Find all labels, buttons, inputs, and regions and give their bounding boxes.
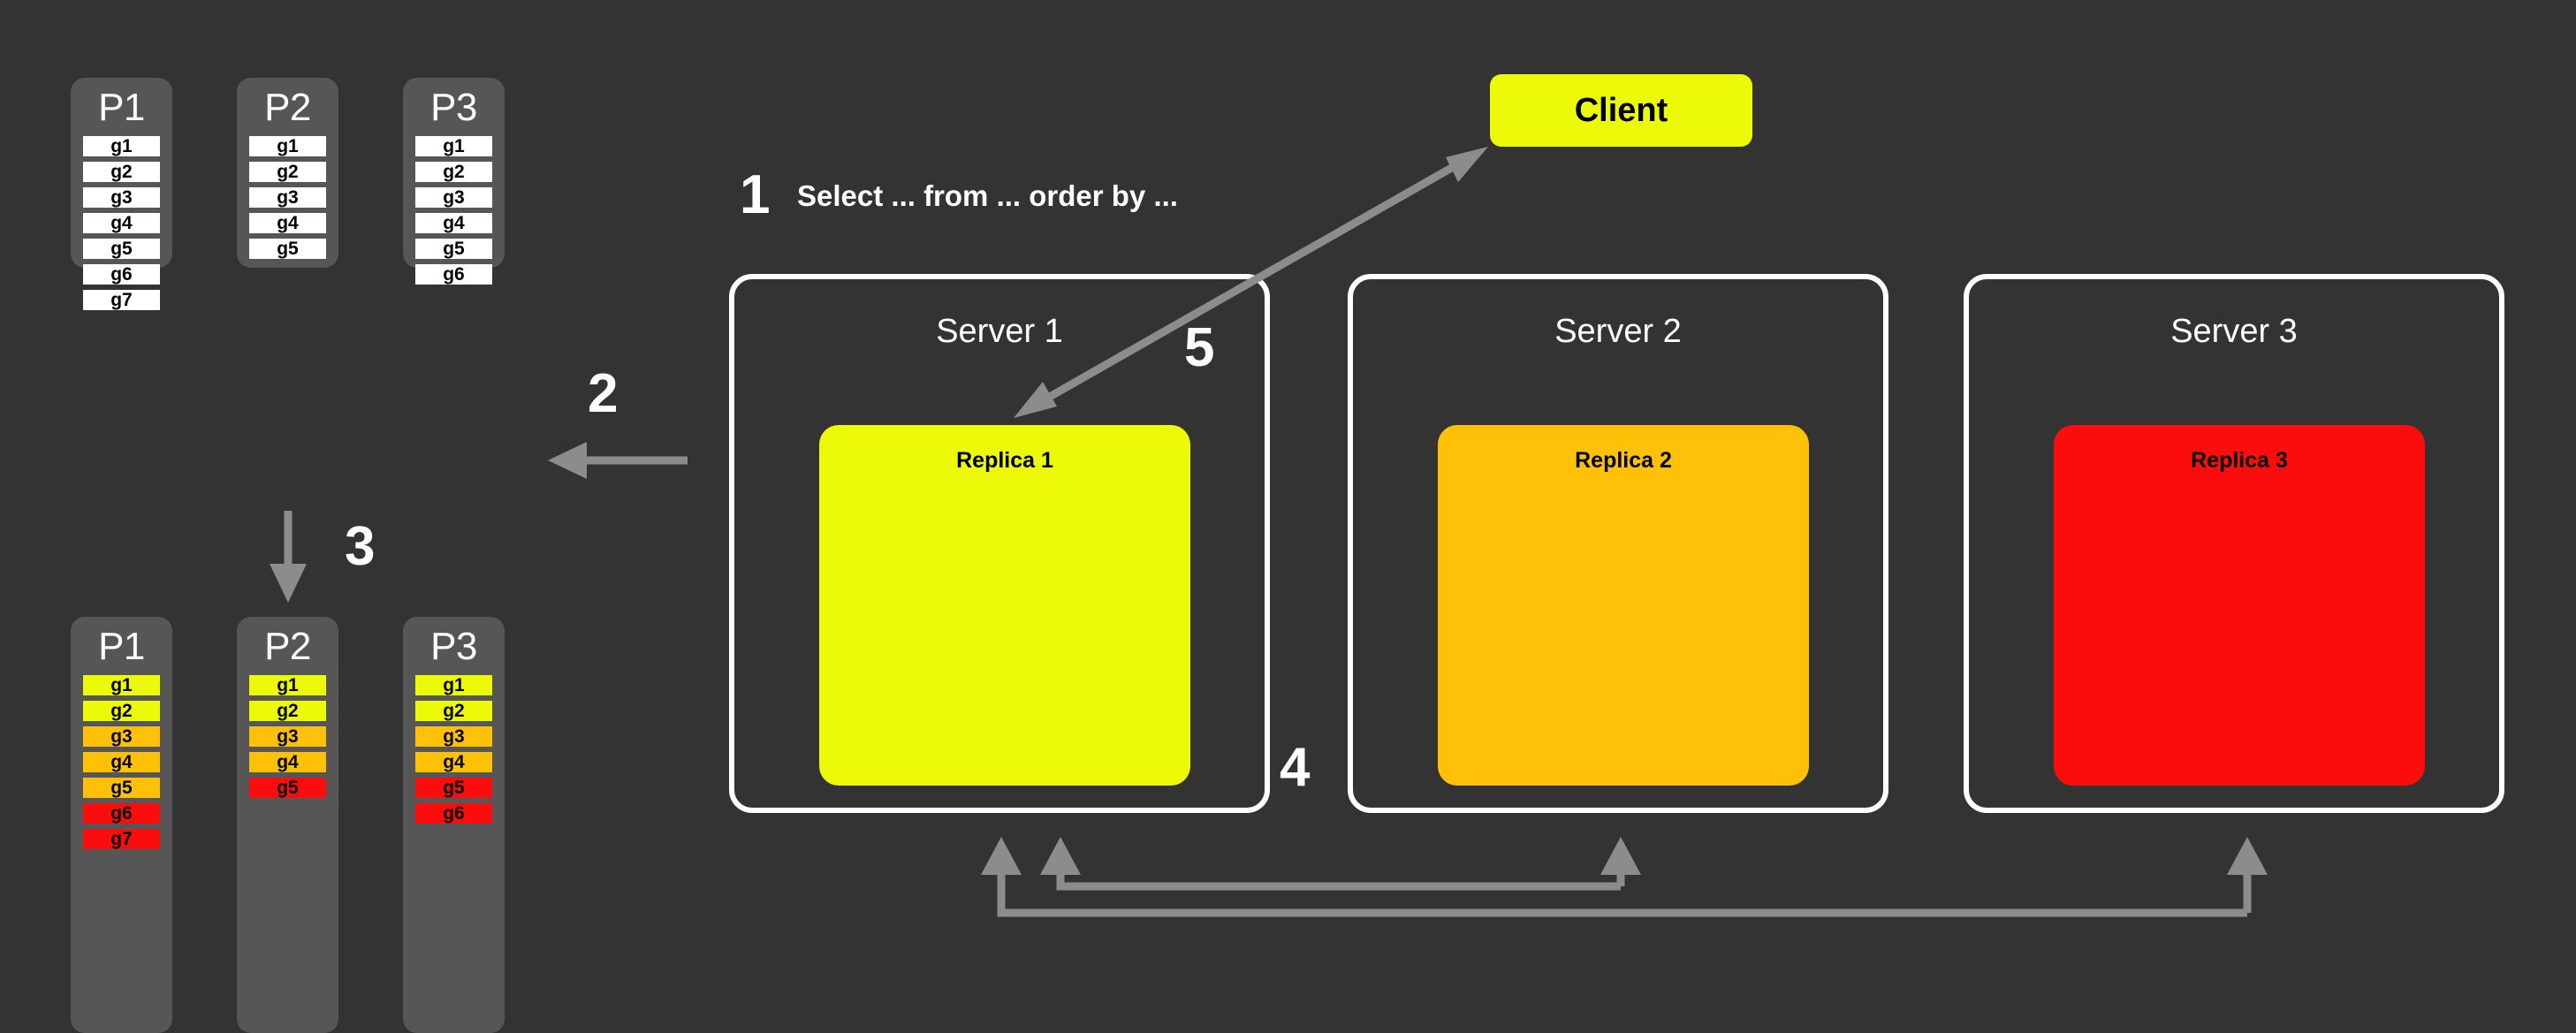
partition-cell-list: g1 g2 g3 g4 g5 g6 g7 bbox=[71, 136, 172, 310]
step-number-3: 3 bbox=[345, 516, 376, 577]
partition-title: P2 bbox=[264, 625, 311, 668]
query-caption: Select ... from ... order by ... bbox=[797, 179, 1178, 212]
partition-cell: g3 bbox=[415, 187, 492, 208]
arrow-step-2 bbox=[548, 442, 688, 479]
partition-cell: g5 bbox=[415, 239, 492, 259]
partition-title: P3 bbox=[430, 625, 477, 668]
replica-label: Replica 1 bbox=[956, 448, 1053, 473]
partition-cell: g6 bbox=[83, 264, 160, 285]
partition-cell: g6 bbox=[415, 803, 492, 824]
partition-cell: g6 bbox=[83, 803, 160, 824]
partition-cell: g2 bbox=[83, 162, 160, 182]
client-box[interactable]: Client bbox=[1490, 74, 1752, 147]
partition-cell: g1 bbox=[249, 136, 326, 156]
partition-cell: g4 bbox=[249, 752, 326, 772]
arrow-step-3 bbox=[270, 511, 307, 603]
partition-top-p3: P3 g1 g2 g3 g4 g5 g6 bbox=[403, 78, 505, 285]
partition-cell: g2 bbox=[249, 162, 326, 182]
partition-cell: g1 bbox=[83, 675, 160, 695]
partition-cell: g1 bbox=[83, 136, 160, 156]
replica-box-2[interactable]: Replica 2 bbox=[1438, 425, 1809, 786]
partition-cell: g1 bbox=[415, 675, 492, 695]
step-number-1: 1 bbox=[740, 164, 771, 225]
partition-cell: g7 bbox=[83, 829, 160, 849]
partition-cell: g1 bbox=[249, 675, 326, 695]
partition-top-p1: P1 g1 g2 g3 g4 g5 g6 g7 bbox=[71, 78, 172, 310]
partition-bottom-p1: P1 g1 g2 g3 g4 g5 g6 g7 bbox=[71, 617, 172, 1033]
partition-cell: g2 bbox=[415, 701, 492, 721]
partition-cell: g1 bbox=[415, 136, 492, 156]
partition-title: P3 bbox=[430, 86, 477, 129]
partition-cell: g5 bbox=[249, 778, 326, 798]
partition-cell-list: g1 g2 g3 g4 g5 g6 g7 bbox=[71, 675, 172, 849]
replica-box-3[interactable]: Replica 3 bbox=[2054, 425, 2425, 786]
client-label: Client bbox=[1574, 92, 1668, 129]
partition-title: P1 bbox=[98, 625, 145, 668]
server-title: Server 2 bbox=[1554, 313, 1682, 350]
partition-cell: g5 bbox=[249, 239, 326, 259]
step-number-4: 4 bbox=[1280, 737, 1311, 798]
partition-cell: g3 bbox=[249, 726, 326, 747]
partition-cell: g2 bbox=[83, 701, 160, 721]
partition-cell: g4 bbox=[83, 752, 160, 772]
server-box-3: Server 3 Replica 3 bbox=[1964, 274, 2504, 813]
partition-cell: g3 bbox=[415, 726, 492, 747]
partition-cell: g4 bbox=[249, 213, 326, 233]
partition-cell: g3 bbox=[83, 726, 160, 747]
replica-label: Replica 2 bbox=[1575, 448, 1672, 473]
partition-cell: g4 bbox=[415, 213, 492, 233]
replica-label: Replica 3 bbox=[2191, 448, 2288, 473]
partition-cell: g6 bbox=[415, 264, 492, 285]
partition-cell-list: g1 g2 g3 g4 g5 g6 bbox=[403, 675, 505, 824]
partition-cell: g4 bbox=[83, 213, 160, 233]
partition-cell: g5 bbox=[415, 778, 492, 798]
partition-cell: g7 bbox=[83, 290, 160, 310]
partition-cell: g5 bbox=[83, 239, 160, 259]
partition-cell-list: g1 g2 g3 g4 g5 bbox=[237, 136, 338, 259]
step-number-5: 5 bbox=[1184, 317, 1215, 378]
partition-cell: g5 bbox=[83, 778, 160, 798]
partition-cell-list: g1 g2 g3 g4 g5 bbox=[237, 675, 338, 798]
partition-cell-list: g1 g2 g3 g4 g5 g6 bbox=[403, 136, 505, 285]
partition-top-p2: P2 g1 g2 g3 g4 g5 bbox=[237, 78, 338, 268]
partition-bottom-p3: P3 g1 g2 g3 g4 g5 g6 bbox=[403, 617, 505, 1033]
arrow-step-4-from-server-2 bbox=[1040, 837, 1641, 891]
server-title: Server 3 bbox=[2170, 313, 2298, 350]
partition-cell: g4 bbox=[415, 752, 492, 772]
arrow-step-4-from-server-3 bbox=[981, 837, 2268, 917]
step-number-2: 2 bbox=[588, 363, 619, 424]
partition-cell: g2 bbox=[415, 162, 492, 182]
server-box-2: Server 2 Replica 2 bbox=[1348, 274, 1888, 813]
partition-cell: g2 bbox=[249, 701, 326, 721]
replica-box-1[interactable]: Replica 1 bbox=[819, 425, 1190, 786]
partition-title: P2 bbox=[264, 86, 311, 129]
partition-cell: g3 bbox=[83, 187, 160, 208]
partition-bottom-p2: P2 g1 g2 g3 g4 g5 bbox=[237, 617, 338, 1033]
partition-title: P1 bbox=[98, 86, 145, 129]
partition-cell: g3 bbox=[249, 187, 326, 208]
